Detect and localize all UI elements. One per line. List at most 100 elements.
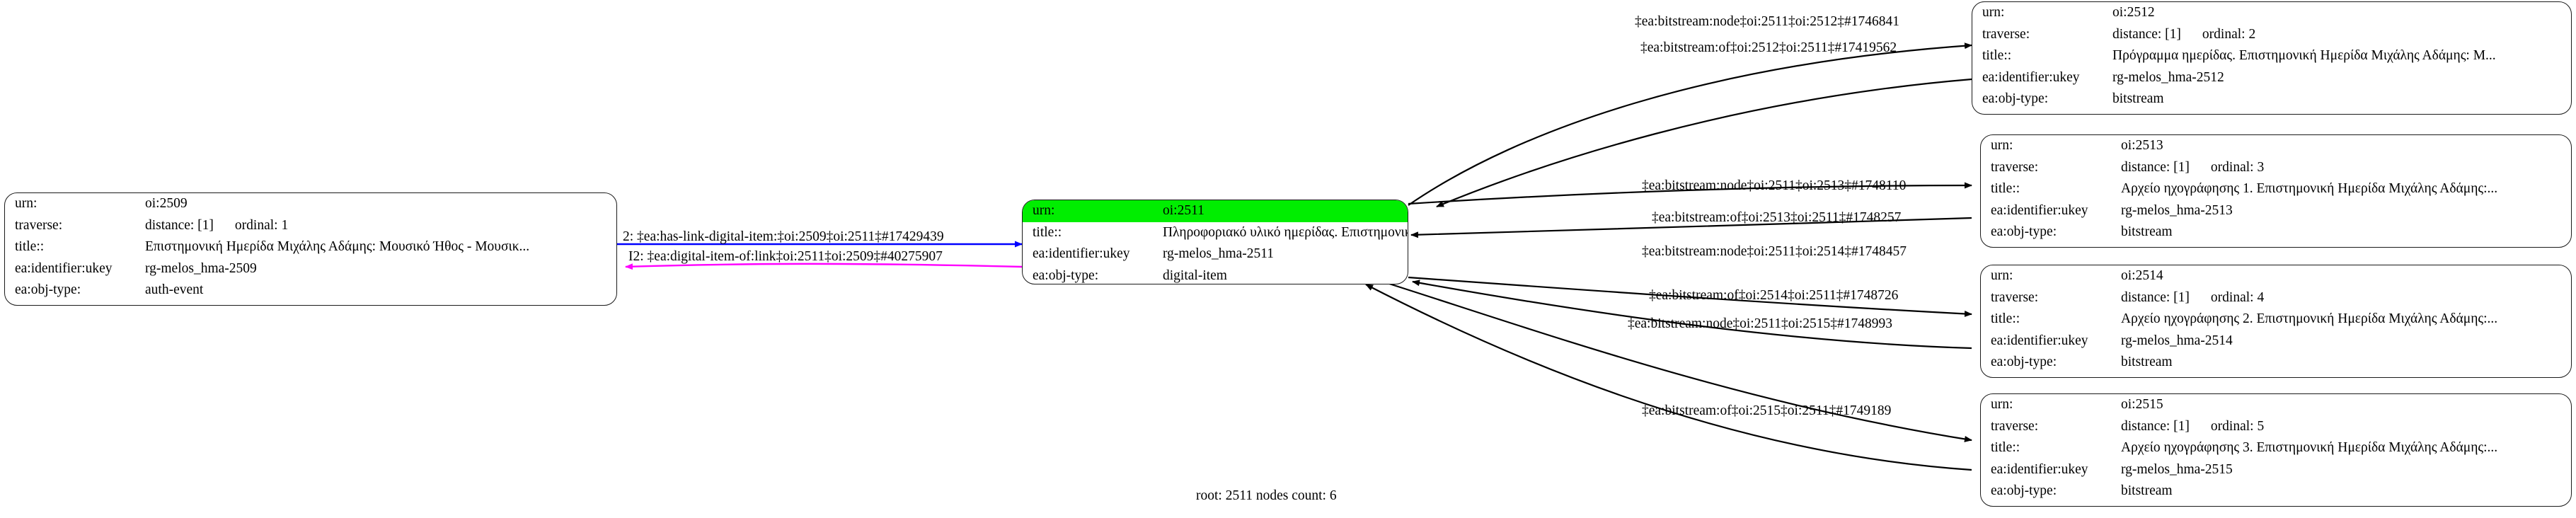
node-field-urn: urn: oi:2512: [1972, 2, 2571, 24]
node-field-objtype: ea:obj-type: digital-item: [1023, 265, 1408, 284]
node-field-traverse: traverse: distance: [1] ordinal: 2: [1972, 24, 2571, 46]
field-label-ukey: ea:identifier:ukey: [15, 260, 113, 276]
field-value-objtype: bitstream: [2121, 224, 2173, 239]
traverse-distance: distance: [1]: [2121, 418, 2190, 434]
field-label-urn: urn:: [1991, 138, 2013, 153]
field-label-urn: urn:: [15, 196, 38, 211]
node-oi-2512[interactable]: urn: oi:2512 traverse: distance: [1] ordi…: [1972, 1, 2572, 115]
edge-label-bitstream-of-2514: ‡ea:bitstream:of‡oi:2514‡oi:2511‡#174872…: [1649, 288, 1899, 303]
edge-label-bitstream-of-2515: ‡ea:bitstream:of‡oi:2515‡oi:2511‡#174918…: [1642, 403, 1892, 418]
field-label-title: title::: [1982, 48, 2012, 63]
field-label-title: title::: [1991, 181, 2020, 196]
field-value-ukey: rg-melos_hma-2515: [2121, 461, 2233, 477]
field-label-title: title::: [1991, 440, 2020, 455]
field-label-ukey: ea:identifier:ukey: [1991, 202, 2088, 218]
node-field-title: title:: Επιστημονική Ημερίδα Μιχάλης Αδά…: [5, 236, 616, 258]
field-label-ukey: ea:identifier:ukey: [1991, 461, 2088, 477]
node-field-urn: urn: oi:2515: [1981, 394, 2571, 416]
node-field-title: title:: Πληροφοριακό υλικό ημερίδας. Επι…: [1023, 222, 1408, 244]
node-field-ukey: ea:identifier:ukey rg-melos_hma-2515: [1981, 459, 2571, 481]
field-value-urn: oi:2512: [2112, 5, 2155, 20]
traverse-distance: distance: [1]: [2112, 26, 2181, 42]
node-field-ukey: ea:identifier:ukey rg-melos_hma-2512: [1972, 67, 2571, 89]
field-label-title: title::: [15, 239, 45, 254]
field-value-urn: oi:2515: [2121, 397, 2163, 412]
field-value-ukey: rg-melos_hma-2514: [2121, 333, 2233, 348]
field-label-ukey: ea:identifier:ukey: [1033, 246, 1130, 261]
node-oi-2515[interactable]: urn: oi:2515 traverse: distance: [1] ordi…: [1980, 393, 2572, 507]
field-label-ukey: ea:identifier:ukey: [1991, 333, 2088, 348]
traverse-distance: distance: [1]: [2121, 289, 2190, 305]
edge-label-bitstream-node-2513: ‡ea:bitstream:node‡oi:2511‡oi:2513‡#1748…: [1642, 178, 1907, 193]
traverse-ordinal: ordinal: 2: [2202, 26, 2256, 42]
field-label-traverse: traverse:: [1982, 26, 2030, 42]
field-value-ukey: rg-melos_hma-2512: [2112, 69, 2224, 85]
node-field-traverse: traverse: distance: [1]ordinal: 4: [1981, 287, 2571, 309]
edge-label-digital-item-of-link: I2: ‡ea:digital-item-of:link‡oi:2511‡oi:…: [628, 249, 943, 264]
field-label-objtype: ea:obj-type:: [1991, 224, 2057, 239]
field-value-urn: oi:2513: [2121, 138, 2163, 153]
node-field-ukey: ea:identifier:ukey rg-melos_hma-2514: [1981, 330, 2571, 352]
field-value-ukey: rg-melos_hma-2511: [1163, 246, 1275, 261]
field-value-title: Πρόγραμμα ημερίδας. Επιστημονική Ημερίδα…: [2112, 48, 2496, 63]
node-field-title: title:: Αρχείο ηχογράφησης 1. Επιστημονι…: [1981, 178, 2571, 200]
field-value-urn: oi:2511: [1157, 200, 1408, 222]
edge-label-bitstream-node-2512: ‡ea:bitstream:node‡oi:2511‡oi:2512‡#1746…: [1635, 14, 1900, 29]
node-field-title: title:: Πρόγραμμα ημερίδας. Επιστημονική…: [1972, 45, 2571, 67]
field-label-traverse: traverse:: [1991, 418, 2039, 434]
node-field-objtype: ea:obj-type: bitstream: [1981, 221, 2571, 243]
node-field-objtype: ea:obj-type: bitstream: [1972, 88, 2571, 110]
node-field-urn: urn: oi:2514: [1981, 265, 2571, 287]
field-value-title: Αρχείο ηχογράφησης 2. Επιστημονική Ημερί…: [2121, 311, 2498, 326]
field-label-objtype: ea:obj-type:: [1991, 355, 2057, 369]
field-value-urn: oi:2509: [145, 196, 188, 211]
field-value-objtype: bitstream: [2121, 355, 2173, 369]
node-oi-2514[interactable]: urn: oi:2514 traverse: distance: [1]ordi…: [1980, 265, 2572, 378]
traverse-ordinal: ordinal: 5: [2210, 418, 2265, 434]
field-label-urn: urn:: [1023, 200, 1157, 222]
field-value-traverse: distance: [1] ordinal: 2: [2107, 24, 2571, 46]
node-field-urn: urn: oi:2511: [1023, 200, 1408, 222]
node-field-ukey: ea:identifier:ukey rg-melos_hma-2509: [5, 258, 616, 280]
field-label-objtype: ea:obj-type:: [1033, 267, 1099, 283]
node-field-traverse: traverse: distance: [1] ordinal: 5: [1981, 416, 2571, 438]
node-field-objtype: ea:obj-type: bitstream: [1981, 352, 2571, 374]
field-value-objtype: bitstream: [2112, 91, 2164, 106]
node-field-urn: urn: oi:2509: [5, 193, 616, 215]
node-oi-2509[interactable]: urn: oi:2509 traverse: distance: [1] ordi…: [4, 192, 617, 306]
edge-label-bitstream-of-2512: ‡ea:bitstream:of‡oi:2512‡oi:2511‡#174195…: [1640, 40, 1897, 55]
field-label-urn: urn:: [1991, 268, 2013, 283]
traverse-ordinal: ordinal: 1: [234, 217, 289, 233]
field-value-objtype: digital-item: [1163, 267, 1227, 283]
field-value-traverse: distance: [1] ordinal: 1: [139, 215, 616, 237]
field-value-objtype: bitstream: [2121, 483, 2173, 498]
edge-2515-to-2511: [1365, 284, 1972, 471]
traverse-ordinal: ordinal: 3: [2210, 159, 2265, 175]
field-label-traverse: traverse:: [15, 217, 63, 233]
field-value-title: Αρχείο ηχογράφησης 3. Επιστημονική Ημερί…: [2121, 440, 2498, 455]
field-label-urn: urn:: [1991, 397, 2013, 412]
field-label-traverse: traverse:: [1991, 159, 2039, 175]
field-value-title: Πληροφοριακό υλικό ημερίδας. Επιστημονικ…: [1163, 224, 1408, 240]
field-value-objtype: auth-event: [145, 282, 204, 297]
edge-label-bitstream-node-2515: ‡ea:bitstream:node‡oi:2511‡oi:2515‡#1748…: [1628, 316, 1893, 331]
field-value-traverse: distance: [1] ordinal: 5: [2115, 416, 2571, 438]
node-oi-2513[interactable]: urn: oi:2513 traverse: distance: [1]ordi…: [1980, 134, 2572, 248]
field-value-traverse: distance: [1]ordinal: 3: [2115, 157, 2571, 179]
graph-caption: root: 2511 nodes count: 6: [1196, 488, 1337, 503]
node-oi-2511-root[interactable]: urn: oi:2511 title:: Πληροφοριακό υλικό …: [1022, 200, 1408, 284]
field-label-title: title::: [1991, 311, 2020, 326]
node-field-traverse: traverse: distance: [1] ordinal: 1: [5, 215, 616, 237]
node-field-traverse: traverse: distance: [1]ordinal: 3: [1981, 157, 2571, 179]
field-label-objtype: ea:obj-type:: [15, 282, 81, 297]
node-field-ukey: ea:identifier:ukey rg-melos_hma-2511: [1023, 243, 1408, 265]
node-field-title: title:: Αρχείο ηχογράφησης 2. Επιστημονι…: [1981, 309, 2571, 330]
field-value-traverse: distance: [1]ordinal: 4: [2115, 287, 2571, 309]
node-field-objtype: ea:obj-type: auth-event: [5, 280, 616, 301]
field-value-title: Επιστημονική Ημερίδα Μιχάλης Αδάμης: Μου…: [145, 239, 530, 254]
node-field-objtype: ea:obj-type: bitstream: [1981, 480, 2571, 502]
field-value-ukey: rg-melos_hma-2509: [145, 260, 257, 276]
field-value-urn: oi:2514: [2121, 268, 2163, 283]
traverse-distance: distance: [1]: [145, 217, 214, 233]
